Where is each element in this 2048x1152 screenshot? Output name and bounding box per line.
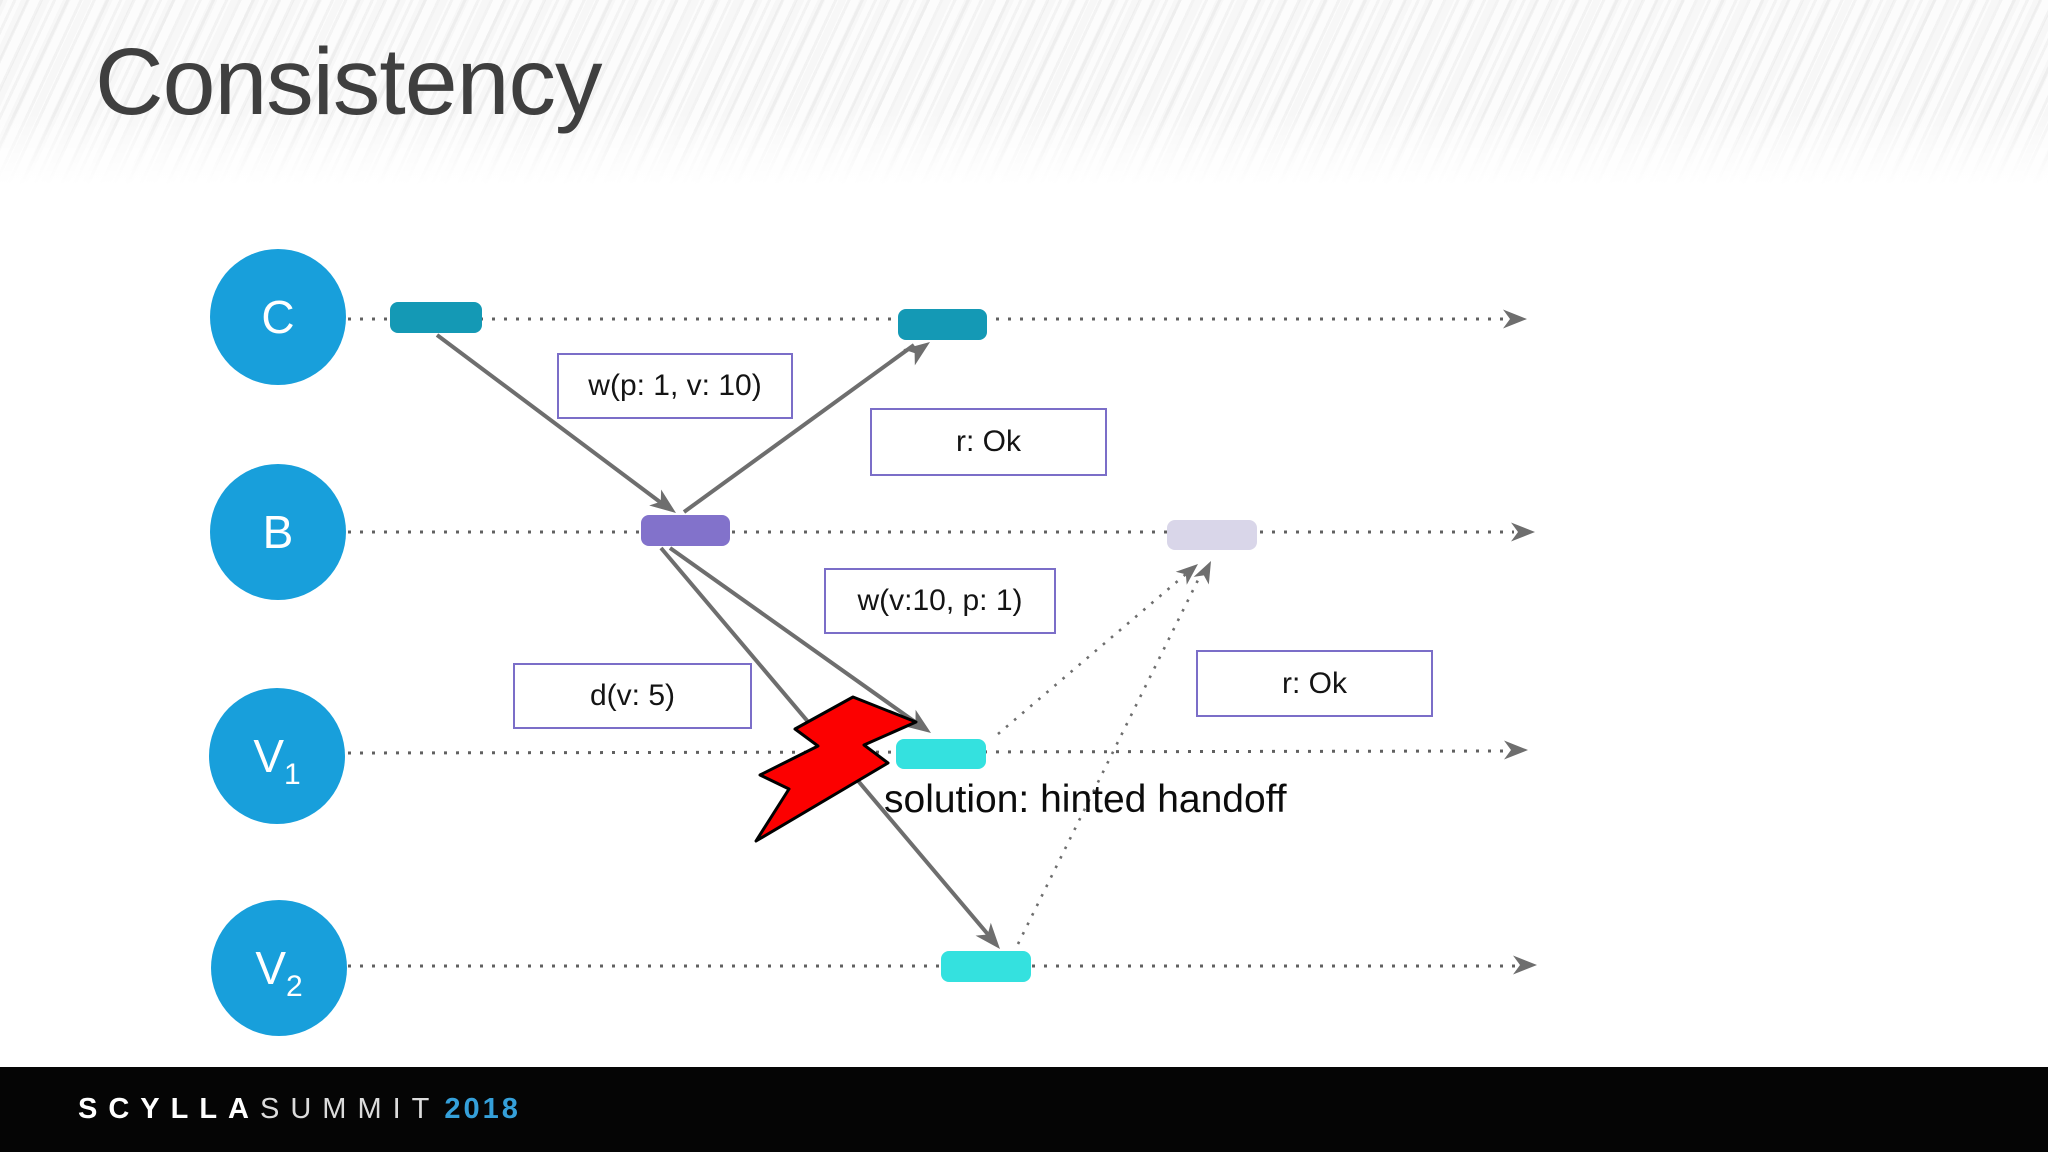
node-v1-label: V	[253, 730, 284, 782]
label-write-client: w(p: 1, v: 10)	[557, 353, 793, 419]
node-b-label: B	[262, 506, 294, 558]
solution-annotation: solution: hinted handoff	[884, 778, 1287, 821]
arrowhead-ack-v2-to-b	[1193, 561, 1211, 585]
header-band: Consistency	[0, 0, 2048, 185]
label-write-replica-text: w(v:10, p: 1)	[857, 584, 1023, 617]
brand-scylla: SCYLLA	[78, 1093, 260, 1125]
label-write-client-text: w(p: 1, v: 10)	[588, 369, 762, 402]
node-v2-label: V	[255, 942, 286, 994]
arrowhead-ack-v1-to-b	[1175, 564, 1198, 585]
brand-year: 2018	[444, 1093, 521, 1125]
brand-summit: SUMMIT	[260, 1093, 441, 1125]
event-v1-write	[896, 739, 986, 769]
event-v2-write	[941, 951, 1031, 982]
event-b-hint-replay	[1167, 520, 1257, 550]
label-read-ok-b: r: Ok	[1196, 650, 1433, 717]
event-client-write	[390, 302, 482, 333]
node-client-label: C	[261, 291, 295, 343]
label-read-ok-b-text: r: Ok	[1282, 666, 1347, 700]
event-b-coordinator	[641, 515, 730, 546]
timeline-b-arrowhead	[1511, 522, 1535, 542]
node-v2-subscript: 2	[286, 970, 303, 1003]
timeline-c-arrowhead	[1503, 309, 1527, 329]
node-client: C	[210, 249, 346, 385]
label-write-replica: w(v:10, p: 1)	[824, 568, 1056, 634]
label-delete-text: d(v: 5)	[589, 679, 676, 712]
label-delete: d(v: 5)	[513, 663, 752, 729]
label-read-ok-client-text: r: Ok	[956, 425, 1021, 458]
event-client-ack	[898, 309, 987, 340]
timeline-v2-arrowhead	[1513, 955, 1537, 975]
arrowhead-write-b-to-v1	[904, 709, 931, 733]
node-b: B	[210, 464, 346, 600]
page-title: Consistency	[95, 29, 602, 135]
node-v1-subscript: 1	[284, 758, 301, 791]
timeline-v1-arrowhead	[1504, 740, 1528, 760]
label-read-ok-client: r: Ok	[870, 408, 1107, 476]
